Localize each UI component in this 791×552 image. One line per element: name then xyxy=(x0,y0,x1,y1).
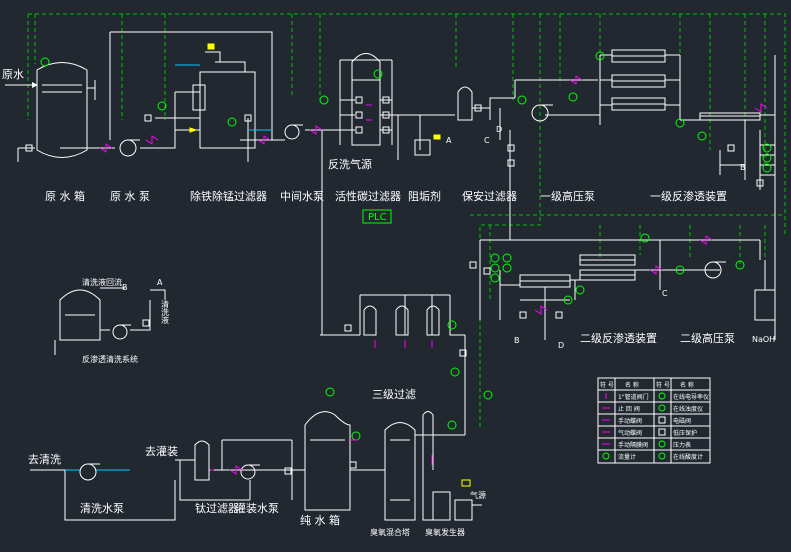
legend-name-9: 手动隔膜阀 xyxy=(618,441,648,449)
plc-box: PLC xyxy=(362,209,392,224)
yellow-accents xyxy=(189,43,471,487)
legend-name-6: 电磁阀 xyxy=(673,417,691,425)
legend-header-2: 名 称 xyxy=(625,381,639,389)
ozone-generator-label: 臭氧发生器 xyxy=(425,527,465,537)
valves xyxy=(99,75,768,475)
ro-cleaning-system-label: 反渗透清洗系统 xyxy=(82,354,138,364)
intermediate-pump-label: 中间水泵 xyxy=(280,190,324,203)
backwash-air-label: 反洗气源 xyxy=(328,157,372,171)
marker-b-right: B xyxy=(740,163,746,172)
ti-filter-label: 钛过滤器 xyxy=(195,501,239,515)
signal-lines xyxy=(27,13,786,430)
legend-table xyxy=(597,377,711,464)
ro-cleaning-pump-icon xyxy=(112,324,131,340)
marker-c-top: C xyxy=(484,136,490,145)
legend-name-10: 压力表 xyxy=(673,441,691,449)
marker-d-ro2: D xyxy=(558,341,564,350)
raw-water-pump-icon xyxy=(119,139,140,157)
marker-a-clean: A xyxy=(157,278,163,287)
to-cleaning-label: 去清洗 xyxy=(28,453,61,466)
legend-header-3: 符 号 xyxy=(656,381,670,389)
marker-b-ro2: B xyxy=(514,336,520,345)
ro-unit-2-label: 二级反渗透装置 xyxy=(580,331,657,345)
cleaning-pump-icon xyxy=(79,463,100,481)
cleaning-liquid-label: 清洗液 xyxy=(161,299,170,325)
legend-name-1: 1"管道阀门 xyxy=(618,393,649,401)
pumps xyxy=(79,104,726,481)
hp-pump-1-label: 一级高压泵 xyxy=(540,189,595,203)
legend-name-4: 在线浊度仪 xyxy=(673,405,703,413)
air-source-label: 气源 xyxy=(470,490,486,500)
to-filling-label: 去灌装 xyxy=(145,445,178,458)
valve-boxes xyxy=(25,96,764,475)
legend-name-8: 低压保护 xyxy=(673,429,697,437)
raw-water-in-label: 原水 xyxy=(2,68,24,81)
filling-pump-icon xyxy=(240,464,260,480)
legend-name-2: 在线电导率仪 xyxy=(673,393,709,401)
legend-text: 符 号 名 称 符 号 名 称 1"管道阀门 在线电导率仪 止 回 阀 在线浊度… xyxy=(600,381,709,461)
marker-b-clean: B xyxy=(122,283,128,292)
marker-d-top: D xyxy=(496,125,502,134)
pure-water-tank-label: 纯 水 箱 xyxy=(300,513,340,527)
legend-header-4: 名 称 xyxy=(680,381,694,389)
plc-label: PLC xyxy=(368,212,387,223)
legend-name-7: 气动蝶阀 xyxy=(618,429,642,437)
cyan-pipes xyxy=(65,64,272,471)
cleaning-pump-label: 清洗水泵 xyxy=(80,502,124,515)
filling-pump-label: 灌装水泵 xyxy=(235,502,279,515)
legend-header-1: 符 号 xyxy=(600,381,614,389)
hp-pump-2-label: 二级高压泵 xyxy=(680,331,735,345)
ro-unit-1-label: 一级反渗透装置 xyxy=(650,189,727,203)
iron-filter-label: 除铁除锰过滤器 xyxy=(190,189,267,203)
marker-a-top: A xyxy=(446,136,452,145)
raw-water-tank-label: 原 水 箱 xyxy=(45,189,85,203)
marker-c-ro2: C xyxy=(662,289,668,298)
intermediate-pump-icon xyxy=(284,124,303,140)
legend-name-3: 止 回 阀 xyxy=(618,405,640,413)
legend-name-12: 在线酸度计 xyxy=(673,453,703,461)
hp-pump-1-icon xyxy=(531,104,553,122)
naoh-label: NaOH xyxy=(752,335,775,344)
ozone-mixing-tower-label: 臭氧混合塔 xyxy=(370,527,410,537)
hp-pump-2-icon xyxy=(704,261,726,279)
carbon-filter-label: 活性碳过滤器 xyxy=(335,189,401,203)
three-stage-filter-label: 三级过滤 xyxy=(372,388,416,401)
legend-name-11: 流量计 xyxy=(618,453,636,461)
legend-name-5: 手动蝶阀 xyxy=(618,417,642,425)
instruments xyxy=(40,51,772,441)
scale-inhibitor-label: 阻垢剂 xyxy=(408,189,441,203)
raw-water-pump-label: 原 水 泵 xyxy=(110,190,150,203)
process-piping xyxy=(5,31,776,521)
labels: 原水 原 水 箱 原 水 泵 除铁除锰过滤器 中间水泵 反洗气源 活性碳过滤器 … xyxy=(2,68,775,537)
ro-cleaning-tank-label: 清洗液回流 xyxy=(82,277,122,287)
security-filter-label: 保安过滤器 xyxy=(462,189,517,203)
